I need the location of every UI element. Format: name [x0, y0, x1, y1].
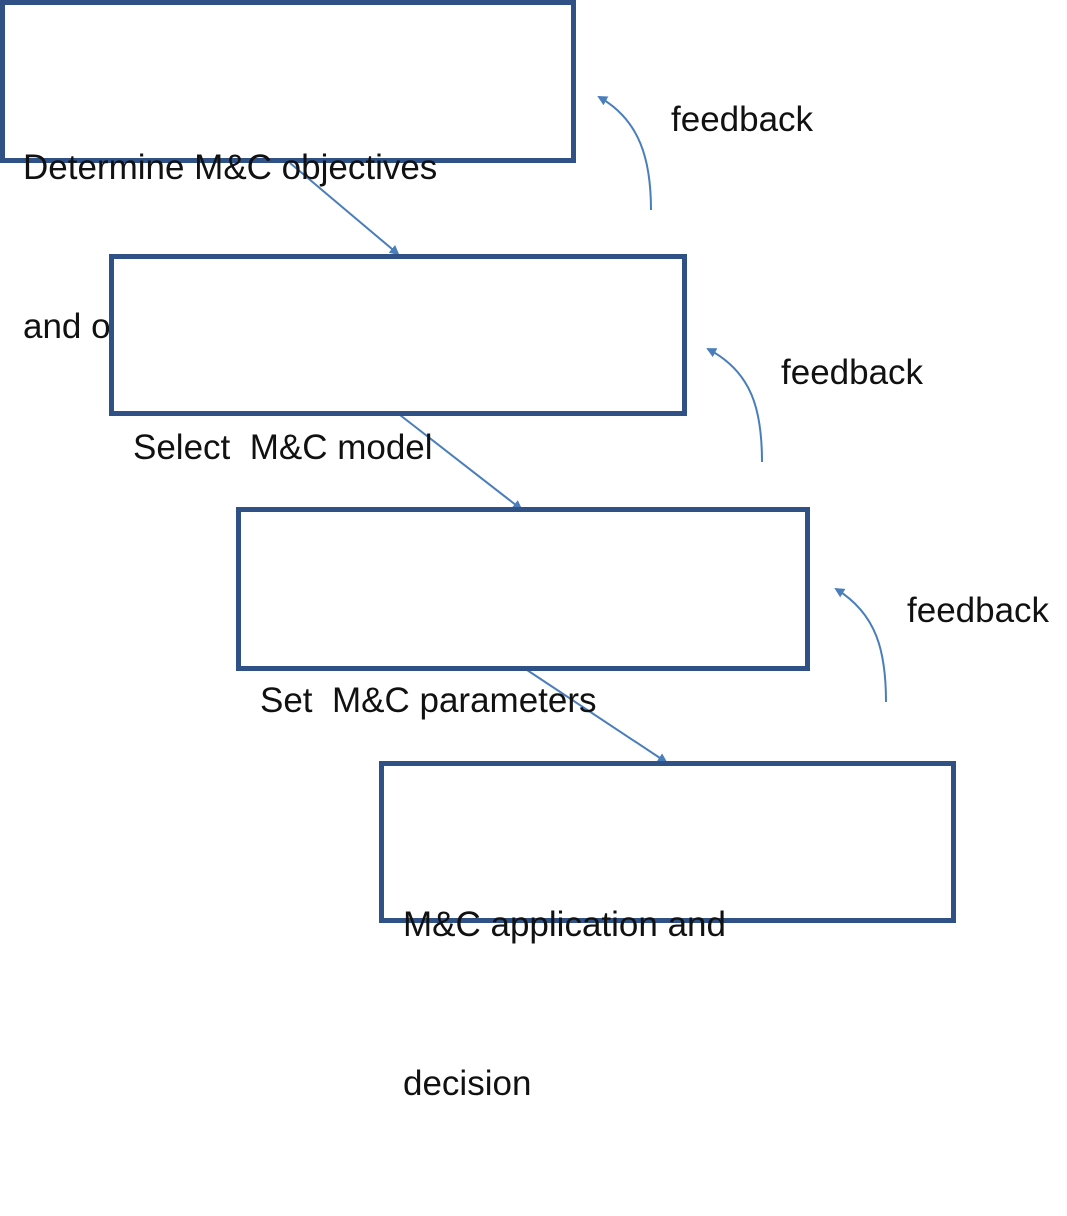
- step-box-application-decision: M&C application and decision: [379, 761, 956, 1103]
- step-text-line: Select M&C model: [133, 428, 433, 467]
- feedback-label: feedback: [781, 353, 924, 392]
- feedback-label: feedback: [907, 591, 1050, 630]
- feedback-label: feedback: [671, 100, 814, 139]
- flow-arrow-1: [289, 162, 400, 256]
- flow-arrow-3: [526, 669, 668, 764]
- step-box-text: Set M&C parameters: [260, 568, 597, 833]
- step-box-determine-objectives: Determine M&C objectives and objects: [0, 0, 576, 346]
- step-text-line: decision: [403, 1064, 532, 1103]
- step-box-text: M&C application and decision: [403, 792, 726, 1216]
- feedback-arrow-1: [597, 96, 652, 211]
- step-text-line: Set M&C parameters: [260, 681, 597, 720]
- step-box-text: Select M&C model: [133, 315, 433, 580]
- step-text-line: Determine M&C objectives: [23, 148, 438, 187]
- step-box-select-model: Select M&C model: [109, 254, 687, 467]
- feedback-arrow-3: [834, 587, 887, 703]
- feedback-arrow-2: [706, 348, 763, 463]
- step-box-set-parameters: Set M&C parameters: [236, 507, 810, 720]
- flow-arrow-2: [399, 414, 523, 511]
- diagram-connectors: [289, 96, 887, 764]
